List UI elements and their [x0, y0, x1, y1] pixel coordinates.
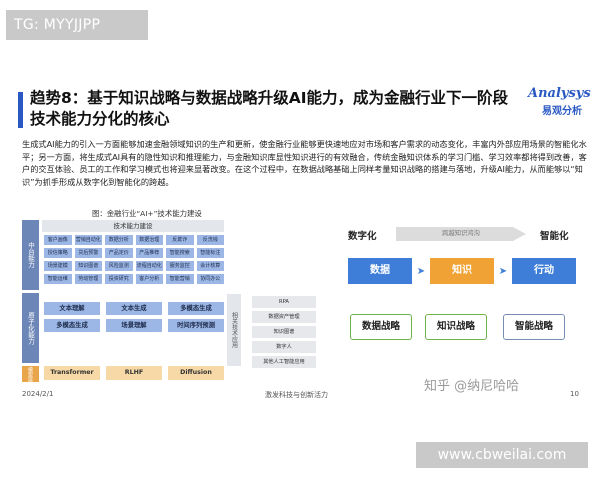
capability-cell: 智能搜索 — [166, 248, 194, 258]
page-number: 10 — [570, 390, 579, 398]
knowledge-gap-arrow: 跨越知识鸿沟 — [396, 227, 526, 241]
middle-capability-grid: 客户画像 营销自动化 数据分析 数据治理 反欺诈 反洗钱 授信策略 贷后预警 产… — [44, 235, 224, 284]
related-tech-item: 其他人工智能应用 — [252, 356, 316, 368]
architecture-figure: 中台能力 原子化能力 模型层 技术能力建设 客户画像 营销自动化 数据分析 数据… — [22, 220, 254, 382]
capability-cell: 客户分析 — [135, 274, 163, 284]
slide-title: 趋势8：基于知识战略与数据战略升级AI能力，成为金融行业下一阶段技术能力分化的核… — [30, 89, 509, 128]
related-tech-stack: RPA 数据资产管理 知识图谱 数字人 其他人工智能应用 — [252, 296, 316, 371]
atomic-cell: 多模态生成 — [44, 319, 100, 332]
model-layer-grid: Transformer RLHF Diffusion — [44, 366, 224, 380]
digitalization-label: 数字化 — [348, 231, 377, 242]
knowledge-strategy-box: 知识战略 — [425, 314, 487, 340]
flow-knowledge-box: 知识 — [430, 258, 494, 284]
url-watermark: www.cbweilai.com — [416, 442, 588, 468]
model-cell: Transformer — [44, 366, 100, 380]
capability-cell: 场景建模 — [44, 261, 72, 271]
model-cell: RLHF — [106, 366, 162, 380]
related-tech-item: 知识图谱 — [252, 326, 316, 338]
related-tech-item: RPA — [252, 296, 316, 308]
intelligence-label: 智能化 — [540, 231, 569, 242]
capability-cell: 智能营销 — [166, 274, 194, 284]
atomic-cell: 时间序列预测 — [168, 319, 224, 332]
capability-cell: 反洗钱 — [196, 235, 224, 245]
capability-cell: 服务监控 — [166, 261, 194, 271]
side-label-middle: 中台能力 — [22, 220, 39, 290]
capability-cell: 会计核算 — [196, 261, 224, 271]
atomic-cell: 文本生成 — [106, 302, 162, 315]
capability-cell: 授信策略 — [44, 248, 72, 258]
figure-title: 图：金融行业“AI+”技术能力建设 — [92, 209, 202, 218]
arrow-right-icon: ➤ — [416, 265, 426, 277]
capability-cell: 产品推荐 — [135, 248, 163, 258]
related-tech-item: 数字人 — [252, 341, 316, 353]
atomic-cell: 场景理解 — [106, 319, 162, 332]
capability-cell: 数据分析 — [105, 235, 133, 245]
capability-cell: 劳动管理 — [74, 274, 102, 284]
flow-action-box: 行动 — [512, 258, 576, 284]
tg-tag-overlay: TG: MYYJJPP — [6, 10, 148, 40]
footer-date: 2024/2/1 — [22, 390, 54, 398]
strategy-diagram: 数字化 跨越知识鸿沟 智能化 数据 ➤ 知识 ➤ 行动 数据战略 知识战略 智能… — [340, 218, 590, 368]
capability-cell: 知识图谱 — [74, 261, 102, 271]
atomic-capability-grid: 文本理解 文本生成 多模态生成 多模态生成 场景理解 时间序列预测 — [44, 302, 224, 332]
footer-slogan: 激发科技与创新活力 — [265, 391, 328, 399]
flow-row: 数据 ➤ 知识 ➤ 行动 — [348, 258, 580, 284]
side-label-atomic: 原子化能力 — [22, 293, 39, 363]
capability-cell: 智能标注 — [196, 248, 224, 258]
side-label-model: 模型层 — [22, 366, 39, 382]
intelligence-strategy-box: 智能战略 — [503, 314, 565, 340]
capability-cell: 营销自动化 — [74, 235, 102, 245]
atomic-cell: 多模态生成 — [168, 302, 224, 315]
body-paragraph: 生成式AI能力的引入一方面能够加速金融领域知识的生产和更新，使金融行业能够更快速… — [22, 139, 587, 187]
capability-cell: 产品定价 — [105, 248, 133, 258]
model-cell: Diffusion — [168, 366, 224, 380]
title-accent-bar — [18, 92, 23, 128]
capability-cell: 客户画像 — [44, 235, 72, 245]
capability-cell: 反欺诈 — [166, 235, 194, 245]
capability-cell: 风险监测 — [105, 261, 133, 271]
flow-data-box: 数据 — [348, 258, 412, 284]
capability-cell: 贷后预警 — [74, 248, 102, 258]
logo-main-text: Analysys — [528, 86, 591, 101]
data-strategy-box: 数据战略 — [350, 314, 412, 340]
atomic-cell: 文本理解 — [44, 302, 100, 315]
capability-cell: 流程自动化 — [135, 261, 163, 271]
related-tech-label: 相关技术应用 — [227, 294, 241, 366]
related-tech-item: 数据资产管理 — [252, 311, 316, 323]
arrow-right-icon: ➤ — [498, 265, 508, 277]
tech-header: 技术能力建设 — [42, 220, 224, 232]
analysys-logo: Analysys 易观分析 — [528, 86, 596, 117]
capability-cell: 投资研究 — [105, 274, 133, 284]
capability-cell: 协同办公 — [196, 274, 224, 284]
capability-cell: 数据治理 — [135, 235, 163, 245]
zhihu-watermark: 知乎 @纳尼哈哈 — [424, 379, 520, 394]
capability-cell: 智能运维 — [44, 274, 72, 284]
logo-sub-text: 易观分析 — [542, 106, 582, 117]
